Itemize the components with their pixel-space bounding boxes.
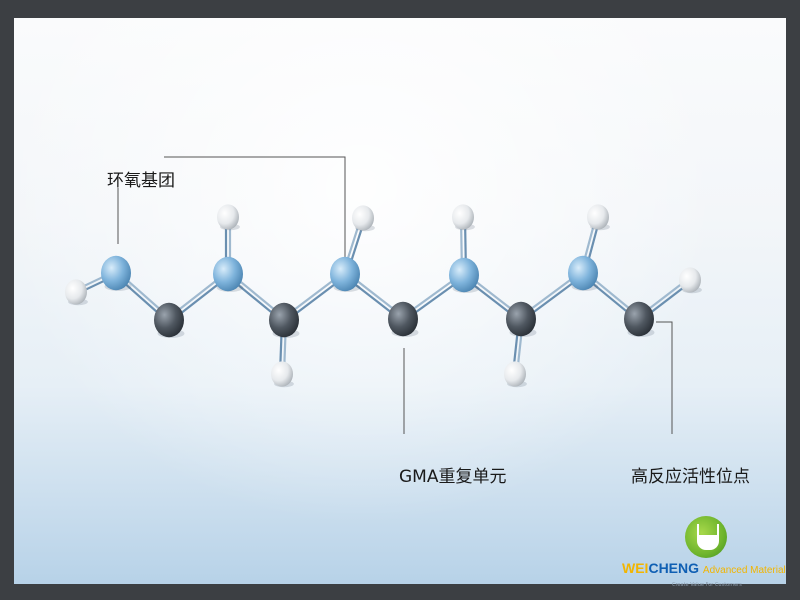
white-atom [352,205,374,231]
white-atom [271,361,293,387]
blue-atom [330,256,360,292]
leader-line-site [656,321,673,434]
atom-group [65,204,702,388]
reactive-site-label: 高反应活性位点 [631,467,750,487]
logo-tagline: Create Value For Customers [672,582,742,588]
gma-repeat-unit-label: GMA重复单元 [399,467,507,487]
molecule-diagram [65,156,702,434]
blue-atom [568,255,598,291]
bond-group [74,216,692,375]
white-atom [452,204,474,230]
dark-atom [624,301,654,337]
weicheng-logo: WEICHENG Advanced Material Create Value … [622,514,798,596]
logo-brand-second: CHENG [648,560,700,576]
dark-atom [506,301,536,337]
flask-logo-icon [685,516,727,558]
diagram-canvas: 环氧基团 GMA重复单元 高反应活性位点 [14,18,786,584]
epoxy-group-label: 环氧基团 [107,171,175,191]
white-atom [217,204,239,230]
logo-brand-first: WEI [622,560,649,576]
logo-brand-sub: Advanced Material [702,565,786,576]
blue-atom [101,255,131,291]
leader-line-epoxy [164,156,346,258]
dark-atom [154,302,184,338]
logo-wordmark: WEICHENG Advanced Material [622,560,786,576]
dark-atom [269,302,299,338]
white-atom [65,279,87,305]
white-atom [587,204,609,230]
dark-atom [388,301,418,337]
blue-atom [449,257,479,293]
white-atom [504,361,526,387]
blue-atom [213,256,243,292]
white-atom [679,267,701,293]
